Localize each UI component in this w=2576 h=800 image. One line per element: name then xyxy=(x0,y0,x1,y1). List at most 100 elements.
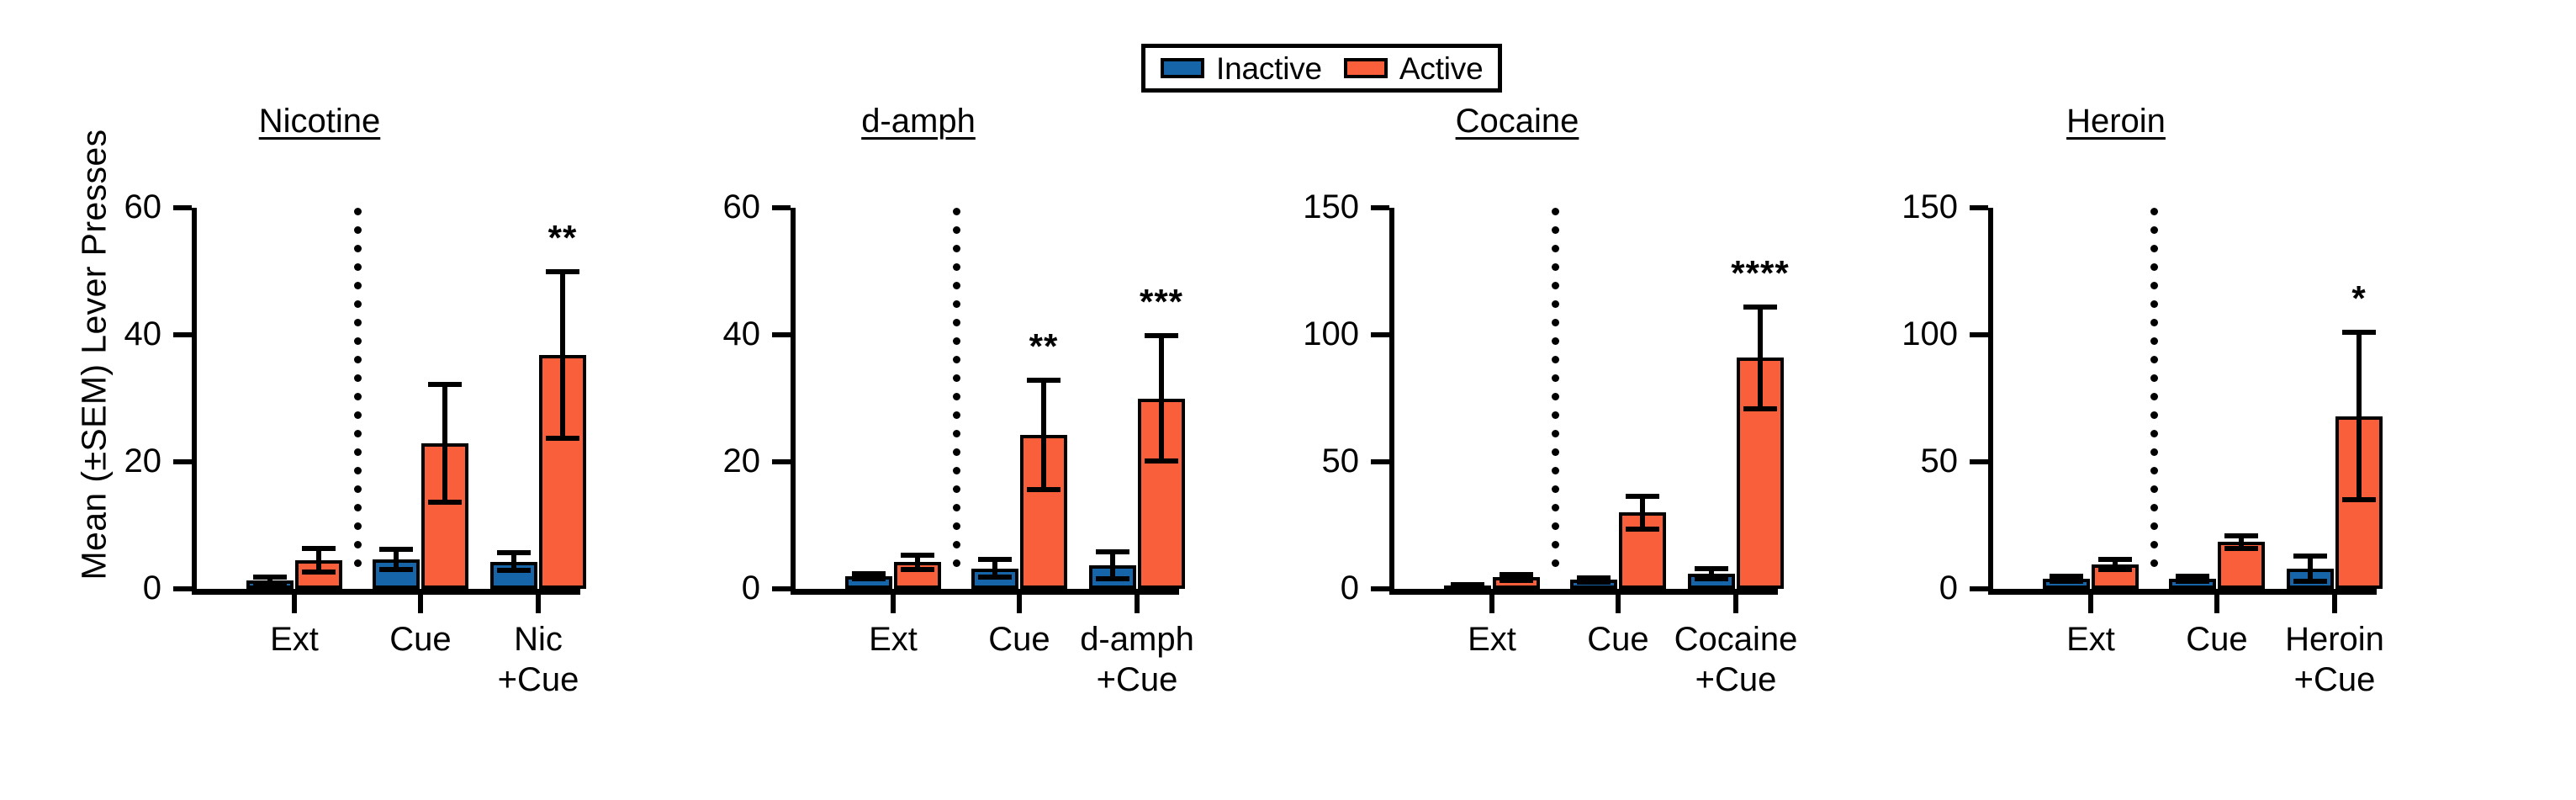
x-tick xyxy=(2088,595,2093,613)
error-bar-cap xyxy=(1145,333,1178,339)
y-tick-label: 60 xyxy=(124,188,162,225)
error-bar-line xyxy=(442,381,447,506)
x-axis-label: Cue xyxy=(1467,619,1769,660)
x-axis-label: Cue xyxy=(868,619,1171,660)
error-bar-line xyxy=(1640,493,1645,532)
error-bar-cap xyxy=(428,500,462,506)
x-axis-label-line: Cue xyxy=(389,621,452,658)
error-bar-cap xyxy=(428,381,462,387)
error-bar-cap xyxy=(546,436,579,442)
group-divider-dotted xyxy=(354,208,362,589)
y-tick-label: 60 xyxy=(722,188,761,225)
error-bar-line xyxy=(2190,573,2195,584)
y-tick-label: 0 xyxy=(1340,570,1359,607)
x-axis-line xyxy=(791,589,1179,595)
y-axis-line xyxy=(192,208,197,592)
y-tick-label: 0 xyxy=(1939,570,1958,607)
x-axis-label: Ext xyxy=(742,619,1045,660)
error-bar-cap xyxy=(546,269,579,275)
error-bar-cap xyxy=(302,546,336,552)
error-bar-line xyxy=(511,549,516,574)
y-tick-label: 0 xyxy=(142,570,161,607)
x-axis-label: Ext xyxy=(1939,619,2242,660)
error-bar-cap xyxy=(2342,497,2376,503)
error-bar-cap xyxy=(379,567,413,573)
x-axis-line xyxy=(1389,589,1778,595)
error-bar-line xyxy=(2113,557,2118,573)
legend-swatch-inactive xyxy=(1161,58,1204,78)
legend-entry-active: Active xyxy=(1343,50,1484,86)
x-axis-label-line: Ext xyxy=(270,621,319,658)
x-axis-label: Ext xyxy=(143,619,446,660)
y-tick-label: 40 xyxy=(722,315,761,352)
error-bar-cap xyxy=(2293,578,2327,584)
error-bar-line xyxy=(1709,565,1714,581)
error-bar-line xyxy=(866,570,871,581)
x-tick xyxy=(292,595,297,613)
error-bar-line xyxy=(394,547,399,573)
error-bar-cap xyxy=(1027,378,1061,384)
error-bar-line xyxy=(1110,549,1115,581)
legend-entry-inactive: Inactive xyxy=(1161,53,1322,84)
error-bar-cap xyxy=(1743,304,1777,310)
error-bar-line xyxy=(1041,378,1046,493)
x-axis-label: Ext xyxy=(1341,619,1643,660)
panel-title: Cocaine xyxy=(1455,103,1579,140)
y-tick-label: 20 xyxy=(722,442,761,479)
error-bar-cap xyxy=(2050,573,2083,579)
x-tick xyxy=(1017,595,1022,613)
y-tick xyxy=(772,459,791,464)
error-bar-line xyxy=(267,574,272,587)
x-axis-label-line: Cocaine xyxy=(1674,621,1798,658)
error-bar-line xyxy=(1514,571,1519,584)
y-tick xyxy=(772,205,791,210)
error-bar-cap xyxy=(1743,405,1777,411)
y-tick xyxy=(173,586,192,591)
error-bar-cap xyxy=(497,568,531,574)
error-bar-cap xyxy=(901,566,934,572)
error-bar-cap xyxy=(1695,565,1728,571)
error-bar-cap xyxy=(497,549,531,555)
bar-active-2 xyxy=(1737,358,1784,589)
significance-marker: *** xyxy=(1139,282,1184,322)
group-divider-dotted xyxy=(2150,208,2158,589)
x-axis-label-line: Cue xyxy=(988,621,1050,658)
y-axis-line xyxy=(1988,208,1993,592)
y-tick xyxy=(173,332,192,337)
x-axis-label: Cue xyxy=(269,619,572,660)
y-tick-label: 100 xyxy=(1902,315,1958,352)
y-tick xyxy=(772,586,791,591)
error-bar-cap xyxy=(2342,329,2376,335)
legend-label-inactive: Inactive xyxy=(1216,50,1322,86)
y-tick xyxy=(1970,459,1988,464)
error-bar-cap xyxy=(2098,567,2132,573)
x-tick xyxy=(891,595,896,613)
group-divider-dotted xyxy=(953,208,960,589)
y-tick xyxy=(173,459,192,464)
x-axis-label: Cue xyxy=(2066,619,2368,660)
error-bar-cap xyxy=(1096,575,1129,581)
y-tick-label: 50 xyxy=(1920,442,1959,479)
error-bar-cap xyxy=(302,569,336,575)
significance-marker: ** xyxy=(1029,326,1059,367)
error-bar-line xyxy=(560,269,565,442)
error-bar-cap xyxy=(2050,578,2083,584)
legend-label-active: Active xyxy=(1399,50,1484,86)
error-bar-line xyxy=(1159,333,1164,464)
error-bar-cap xyxy=(1695,575,1728,581)
x-axis-label-line: +Cue xyxy=(497,661,579,698)
error-bar-cap xyxy=(901,552,934,558)
panel-title: d-amph xyxy=(861,103,976,140)
error-bar-cap xyxy=(1500,578,1533,584)
x-axis-label-line: Ext xyxy=(1468,621,1516,658)
error-bar-cap xyxy=(852,570,886,576)
y-tick-label: 0 xyxy=(741,570,760,607)
x-axis-label: d-amph+Cue xyxy=(986,619,1288,700)
x-tick xyxy=(418,595,423,613)
x-axis-label-line: +Cue xyxy=(2293,661,2376,698)
error-bar-cap xyxy=(852,575,886,581)
